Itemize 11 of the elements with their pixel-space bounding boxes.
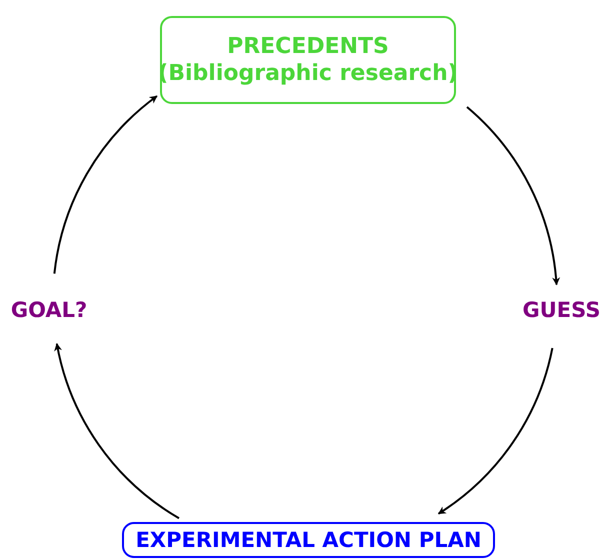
process-box bbox=[122, 522, 495, 558]
arrow bbox=[54, 342, 180, 520]
process-box bbox=[160, 16, 456, 104]
arrow bbox=[466, 106, 560, 286]
node-text: GOAL? bbox=[10, 296, 88, 324]
node-text: EXPERIMENTAL ACTION PLAN bbox=[136, 526, 482, 554]
node-text: GUESS bbox=[522, 296, 600, 324]
node-text: PRECEDENTS bbox=[227, 32, 389, 60]
arrow bbox=[53, 95, 158, 274]
node-text: (Bibliographic research) bbox=[158, 60, 458, 88]
arrow bbox=[438, 348, 554, 515]
